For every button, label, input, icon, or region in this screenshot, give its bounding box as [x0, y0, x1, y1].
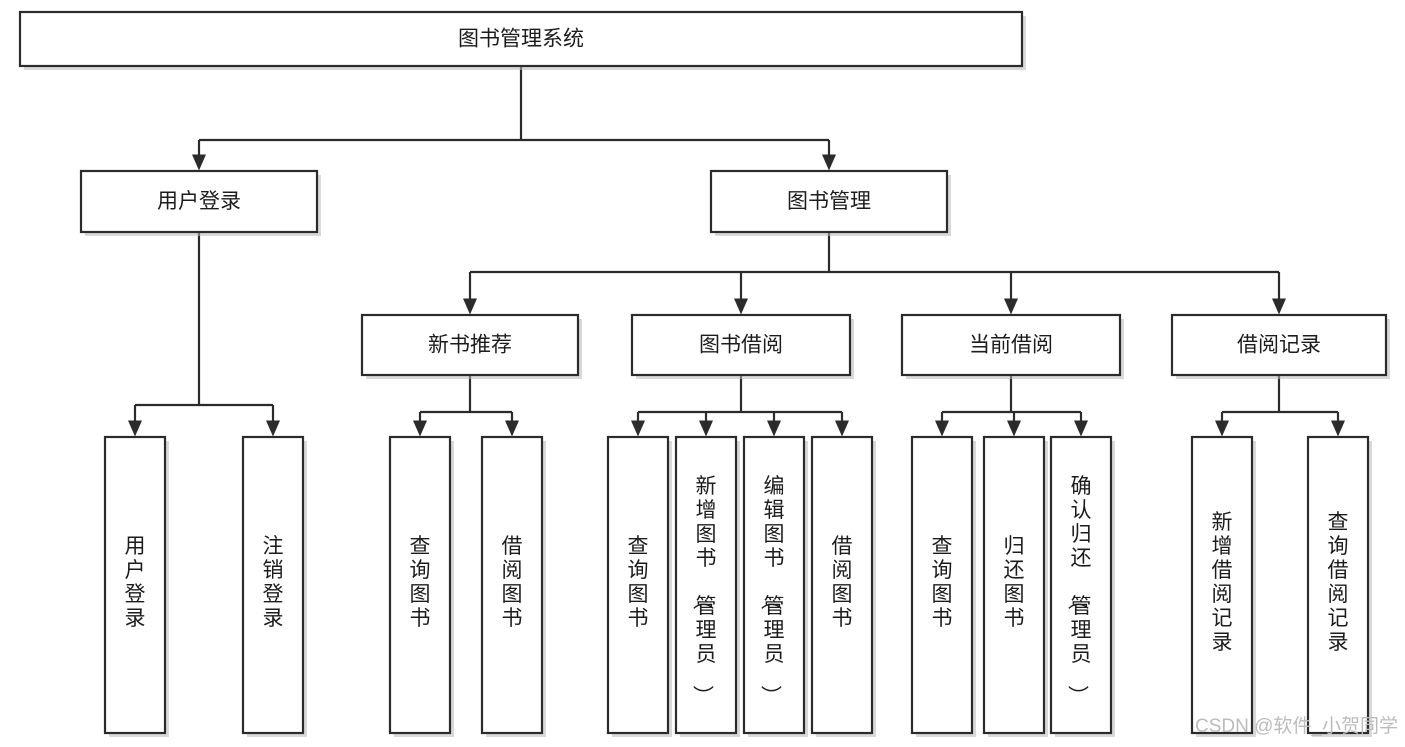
node-label: 查询图书 — [932, 535, 953, 630]
node-label: 借阅图书 — [502, 535, 523, 630]
arrow-head-icon — [1007, 420, 1021, 437]
node-leaf-查询图书[interactable]: 查询图书 — [910, 435, 976, 737]
node-box[interactable] — [241, 435, 305, 735]
node-box[interactable] — [910, 435, 974, 735]
node-box[interactable] — [742, 435, 806, 735]
node-box[interactable] — [982, 435, 1046, 735]
arrow-head-icon — [413, 420, 427, 437]
node-label: 编辑图书（管理员） — [759, 475, 785, 706]
node-box[interactable] — [18, 10, 1024, 68]
node-leaf-借阅图书[interactable]: 借阅图书 — [810, 435, 876, 737]
node-box[interactable] — [1190, 435, 1254, 735]
node-leaf-查询图书[interactable]: 查询图书 — [388, 435, 454, 737]
node-l3-当前借阅[interactable]: 当前借阅 — [900, 313, 1124, 379]
node-label: 用户登录 — [157, 190, 241, 213]
arrow-head-icon — [935, 420, 949, 437]
node-leaf-新增图书管理员[interactable]: 新增图书（管理员） — [674, 435, 740, 737]
node-label: 确认归还（管理员） — [1066, 475, 1092, 706]
node-leaf-编辑图书管理员[interactable]: 编辑图书（管理员） — [742, 435, 808, 737]
node-leaf-用户登录[interactable]: 用户登录 — [103, 435, 169, 737]
arrow-head-icon — [266, 420, 280, 437]
node-label: 图书管理 — [787, 190, 871, 213]
node-box[interactable] — [709, 169, 949, 234]
node-box[interactable] — [79, 169, 319, 234]
arrow-head-icon — [767, 420, 781, 437]
node-label: 查询图书 — [410, 535, 431, 630]
node-box[interactable] — [1170, 313, 1388, 377]
node-leaf-确认归还管理员[interactable]: 确认归还（管理员） — [1049, 435, 1115, 737]
node-label: 归还图书 — [1004, 535, 1025, 630]
node-leaf-新增借阅记录[interactable]: 新增借阅记录 — [1190, 435, 1256, 737]
node-label: 查询图书 — [628, 535, 649, 630]
arrow-head-icon — [1272, 298, 1286, 315]
node-box[interactable] — [810, 435, 874, 735]
arrow-head-icon — [192, 154, 206, 171]
node-label: 图书借阅 — [699, 334, 783, 357]
node-box[interactable] — [900, 313, 1122, 377]
arrow-head-icon — [1331, 420, 1345, 437]
node-box[interactable] — [360, 313, 580, 377]
arrow-head-icon — [505, 420, 519, 437]
node-l3-新书推荐[interactable]: 新书推荐 — [360, 313, 582, 379]
node-box[interactable] — [480, 435, 544, 735]
node-label: 借阅记录 — [1237, 334, 1321, 357]
node-box[interactable] — [103, 435, 167, 735]
node-l2-用户登录[interactable]: 用户登录 — [79, 169, 321, 236]
node-l2-图书管理[interactable]: 图书管理 — [709, 169, 951, 236]
arrow-head-icon — [1215, 420, 1229, 437]
node-box[interactable] — [606, 435, 670, 735]
node-box[interactable] — [388, 435, 452, 735]
node-label: 图书管理系统 — [458, 28, 584, 51]
node-leaf-查询借阅记录[interactable]: 查询借阅记录 — [1306, 435, 1372, 737]
arrow-head-icon — [631, 420, 645, 437]
node-label: 查询借阅记录 — [1328, 511, 1349, 654]
node-leaf-归还图书[interactable]: 归还图书 — [982, 435, 1048, 737]
node-leaf-注销登录[interactable]: 注销登录 — [241, 435, 307, 737]
node-leaf-查询图书[interactable]: 查询图书 — [606, 435, 672, 737]
arrow-head-icon — [1004, 298, 1018, 315]
node-label: 借阅图书 — [832, 535, 853, 630]
node-box[interactable] — [1049, 435, 1113, 735]
node-label: 新书推荐 — [428, 334, 512, 357]
node-leaf-借阅图书[interactable]: 借阅图书 — [480, 435, 546, 737]
arrow-head-icon — [463, 298, 477, 315]
node-root-图书管理系统[interactable]: 图书管理系统 — [18, 10, 1026, 70]
node-label: 注销登录 — [263, 535, 284, 630]
connector-layer — [128, 66, 1345, 437]
arrow-head-icon — [128, 420, 142, 437]
node-l3-图书借阅[interactable]: 图书借阅 — [630, 313, 854, 379]
arrow-head-icon — [822, 154, 836, 171]
arrow-head-icon — [734, 298, 748, 315]
node-layer: 图书管理系统用户登录图书管理新书推荐图书借阅当前借阅借阅记录用户登录注销登录查询… — [18, 10, 1390, 737]
arrow-head-icon — [835, 420, 849, 437]
node-label: 当前借阅 — [969, 334, 1053, 357]
node-label: 新增图书（管理员） — [691, 475, 717, 706]
arrow-head-icon — [699, 420, 713, 437]
node-box[interactable] — [630, 313, 852, 377]
node-label: 用户登录 — [125, 535, 146, 630]
arrow-head-icon — [1074, 420, 1088, 437]
node-box[interactable] — [674, 435, 738, 735]
node-label: 新增借阅记录 — [1212, 511, 1233, 654]
node-box[interactable] — [1306, 435, 1370, 735]
node-l3-借阅记录[interactable]: 借阅记录 — [1170, 313, 1390, 379]
watermark-label: CSDN @软件_小贺同学 — [1195, 715, 1398, 737]
